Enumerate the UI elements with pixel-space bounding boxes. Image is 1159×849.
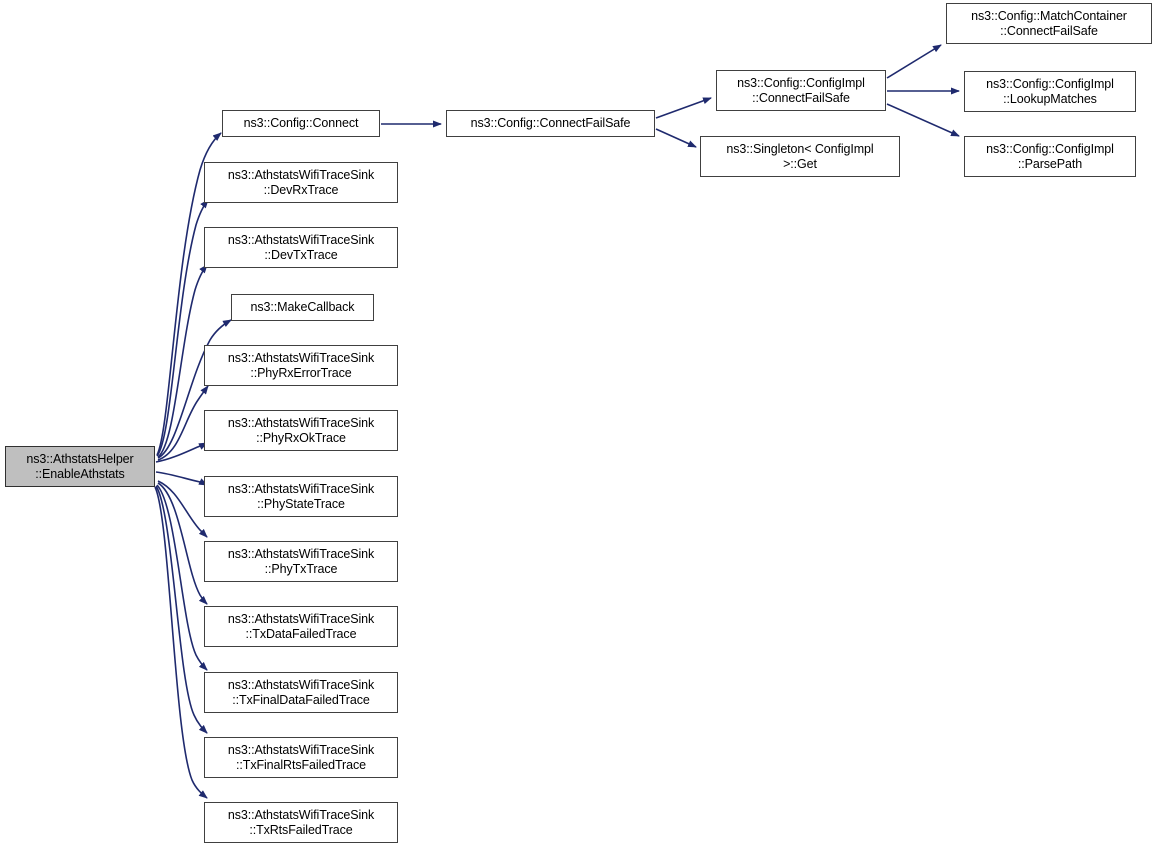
graph-node-config-connect[interactable]: ns3::Config::Connect [222,110,380,137]
graph-edge [655,128,697,148]
graph-node-label: ns3::MakeCallback [250,300,355,314]
graph-edge [157,385,209,461]
graph-node-matchcontainer-connectfailsafe[interactable]: ns3::Config::MatchContainer ::ConnectFai… [946,3,1152,44]
graph-node-config-connectfailsafe[interactable]: ns3::Config::ConnectFailSafe [446,110,655,137]
graph-node-label: ns3::AthstatsWifiTraceSink ::TxFinalData… [227,677,375,707]
graph-edge [886,103,960,137]
graph-node-label: ns3::AthstatsWifiTraceSink ::PhyRxErrorT… [227,350,375,380]
graph-node-makecallback[interactable]: ns3::MakeCallback [231,294,374,321]
graph-node-label: ns3::AthstatsWifiTraceSink ::DevRxTrace [227,167,375,197]
graph-node-label: ns3::AthstatsWifiTraceSink ::TxFinalRtsF… [227,742,375,772]
graph-node-label: ns3::AthstatsWifiTraceSink ::PhyStateTra… [227,481,375,511]
graph-node-enable-athstats[interactable]: ns3::AthstatsHelper ::EnableAthstats [5,446,155,487]
graph-node-label: ns3::AthstatsWifiTraceSink ::TxDataFaile… [227,611,375,641]
graph-node-label: ns3::AthstatsHelper ::EnableAthstats [26,451,134,481]
graph-node-phyrxerrortrace[interactable]: ns3::AthstatsWifiTraceSink ::PhyRxErrorT… [204,345,398,386]
graph-node-devtxtrace[interactable]: ns3::AthstatsWifiTraceSink ::DevTxTrace [204,227,398,268]
graph-edge [155,485,208,734]
graph-node-label: ns3::Config::ConfigImpl ::ConnectFailSaf… [737,75,865,105]
graph-node-label: ns3::AthstatsWifiTraceSink ::PhyTxTrace [227,546,375,576]
graph-node-configimpl-parsepath[interactable]: ns3::Config::ConfigImpl ::ParsePath [964,136,1136,177]
graph-node-configimpl-lookupmatches[interactable]: ns3::Config::ConfigImpl ::LookupMatches [964,71,1136,112]
graph-node-label: ns3::AthstatsWifiTraceSink ::TxRtsFailed… [227,807,375,837]
graph-edge [157,264,208,458]
graph-node-txrtsfailedtrace[interactable]: ns3::AthstatsWifiTraceSink ::TxRtsFailed… [204,802,398,843]
graph-node-singleton-get[interactable]: ns3::Singleton< ConfigImpl >::Get [700,136,900,177]
graph-node-label: ns3::AthstatsWifiTraceSink ::DevTxTrace [227,232,375,262]
graph-edge [154,486,208,799]
graph-node-label: ns3::Config::Connect [243,116,359,130]
graph-node-label: ns3::Config::ConfigImpl ::ParsePath [986,141,1114,171]
graph-node-txdatafailedtrace[interactable]: ns3::AthstatsWifiTraceSink ::TxDataFaile… [204,606,398,647]
graph-node-configimpl-connectfailsafe[interactable]: ns3::Config::ConfigImpl ::ConnectFailSaf… [716,70,886,111]
graph-edge [886,44,942,79]
graph-node-label: ns3::Singleton< ConfigImpl >::Get [726,141,874,171]
graph-edge [157,482,208,605]
graph-edge [156,484,208,671]
graph-node-phystatetrace[interactable]: ns3::AthstatsWifiTraceSink ::PhyStateTra… [204,476,398,517]
graph-node-label: ns3::Config::ConfigImpl ::LookupMatches [986,76,1114,106]
graph-node-label: ns3::AthstatsWifiTraceSink ::PhyRxOkTrac… [227,415,375,445]
graph-node-txfinalrtsfailedtrace[interactable]: ns3::AthstatsWifiTraceSink ::TxFinalRtsF… [204,737,398,778]
graph-node-txfinaldatafailedtrace[interactable]: ns3::AthstatsWifiTraceSink ::TxFinalData… [204,672,398,713]
graph-edge [157,480,208,538]
graph-edge [655,97,712,119]
graph-node-devrxtrace[interactable]: ns3::AthstatsWifiTraceSink ::DevRxTrace [204,162,398,203]
graph-edge [155,442,208,463]
graph-node-phytxtrace[interactable]: ns3::AthstatsWifiTraceSink ::PhyTxTrace [204,541,398,582]
graph-node-label: ns3::Config::MatchContainer ::ConnectFai… [971,8,1127,38]
graph-node-phyrxoktrace[interactable]: ns3::AthstatsWifiTraceSink ::PhyRxOkTrac… [204,410,398,451]
graph-edge [155,471,208,486]
graph-edge [156,199,209,457]
graph-node-label: ns3::Config::ConnectFailSafe [470,116,631,130]
